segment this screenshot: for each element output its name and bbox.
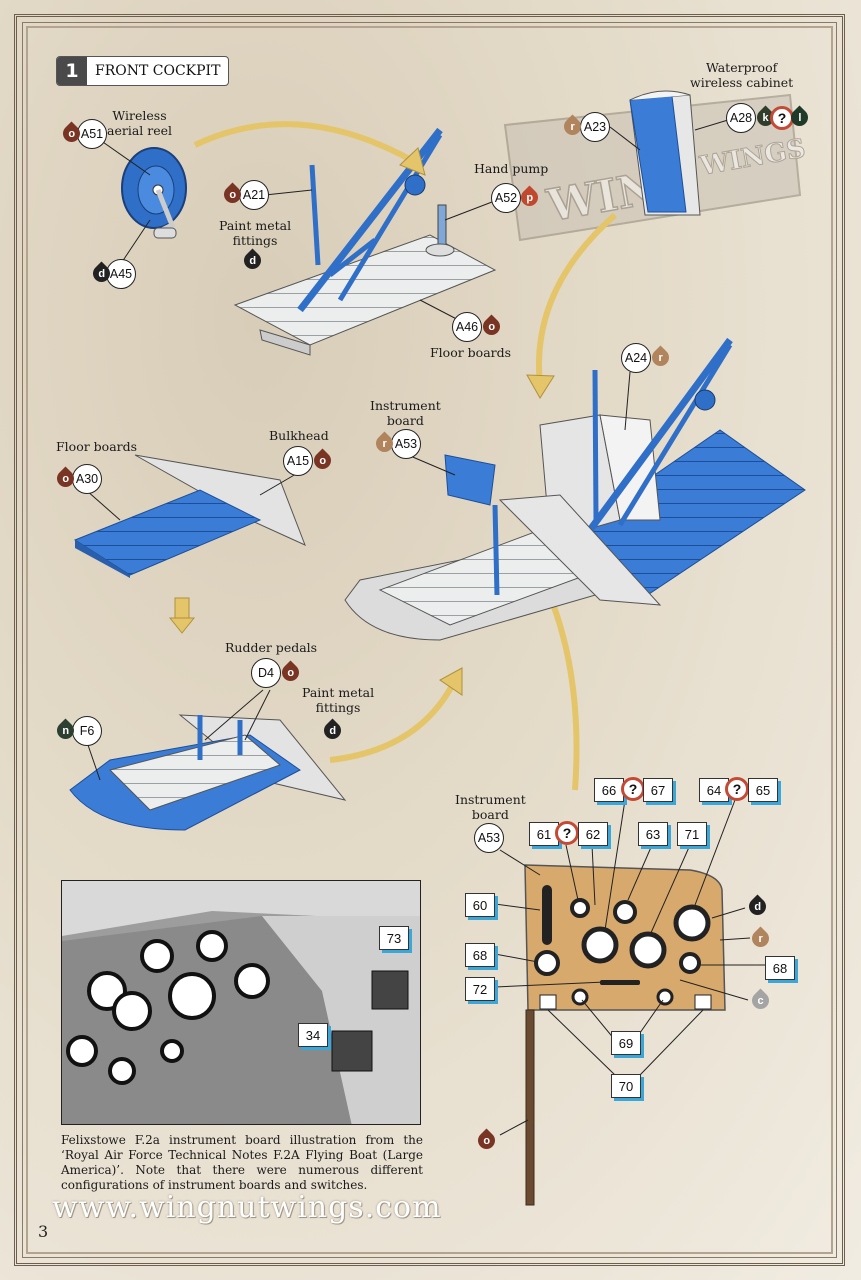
decal-66: 66 — [594, 778, 624, 802]
reference-photo: 73 34 — [61, 880, 421, 1125]
part-a52: A52 — [491, 183, 521, 213]
decal-65: 65 — [748, 778, 778, 802]
rudder-pedal-assembly-drawing — [69, 714, 347, 831]
step-header: 1 FRONT COCKPIT — [56, 56, 230, 86]
part-a21: A21 — [239, 180, 269, 210]
part-f6: F6 — [72, 716, 102, 746]
decal-72: 72 — [465, 977, 495, 1001]
decal-unknown-icon: ? — [725, 777, 749, 801]
main-hull-assembly-drawing — [344, 337, 806, 641]
part-a51: A51 — [77, 119, 107, 149]
part-a15: A15 — [283, 446, 313, 476]
page-border-outer — [14, 14, 845, 1266]
part-a24: A24 — [621, 343, 651, 373]
decal-67: 67 — [643, 778, 673, 802]
part-a45: A45 — [106, 259, 136, 289]
website-url: www.wingnutwings.com — [52, 1190, 442, 1225]
page-border-inner2 — [26, 26, 833, 1254]
label-bulkhead: Bulkhead — [269, 428, 329, 443]
label-rudder-pedals: Rudder pedals — [225, 640, 318, 655]
leader-lines — [85, 119, 765, 1136]
label-paint-metal-fittings-top: Paint metal fittings — [219, 218, 292, 248]
part-a53-bottom: A53 — [474, 823, 504, 853]
wireless-aerial-reel-drawing — [121, 147, 187, 239]
label-floor-boards-left: Floor boards — [56, 439, 138, 454]
decal-61: 61 — [529, 822, 559, 846]
left-floor-assembly-drawing — [73, 454, 306, 578]
decal-34: 34 — [298, 1023, 328, 1047]
label-instrument-board-mid: Instrument board — [370, 398, 441, 428]
label-waterproof-wireless-cabinet: Waterproof wireless cabinet — [690, 60, 794, 90]
decal-68-left: 68 — [465, 943, 495, 967]
part-d4: D4 — [251, 658, 281, 688]
photo-caption: Felixstowe F.2a instrument board illustr… — [61, 1133, 423, 1192]
part-a23: A23 — [580, 112, 610, 142]
label-instrument-board-bottom: Instrument board — [455, 792, 526, 822]
decal-70: 70 — [611, 1074, 641, 1098]
decal-73: 73 — [379, 926, 409, 950]
decal-71: 71 — [677, 822, 707, 846]
part-a46: A46 — [452, 312, 482, 342]
page-number: 3 — [38, 1222, 49, 1241]
decal-unknown-icon: ? — [555, 821, 579, 845]
reference-photo-illustration — [62, 881, 420, 1124]
wireless-cabinet-drawing — [629, 90, 701, 216]
label-wireless-aerial-reel: Wireless aerial reel — [107, 108, 173, 138]
part-a53-mid: A53 — [391, 429, 421, 459]
part-a30: A30 — [72, 464, 102, 494]
decal-62: 62 — [578, 822, 608, 846]
instrument-board-drawing — [524, 864, 726, 1206]
page-border-inner — [22, 22, 837, 1258]
decal-69: 69 — [611, 1031, 641, 1055]
decal-60: 60 — [465, 893, 495, 917]
decal-68-right: 68 — [765, 956, 795, 980]
decal-unknown-icon: ? — [621, 777, 645, 801]
label-hand-pump: Hand pump — [474, 161, 549, 176]
label-floor-boards-top: Floor boards — [430, 345, 512, 360]
decal-63: 63 — [638, 822, 668, 846]
part-a28: A28 — [726, 103, 756, 133]
step-number: 1 — [57, 57, 87, 85]
step-title: FRONT COCKPIT — [95, 63, 221, 79]
label-paint-metal-fittings-bottom: Paint metal fittings — [302, 685, 375, 715]
